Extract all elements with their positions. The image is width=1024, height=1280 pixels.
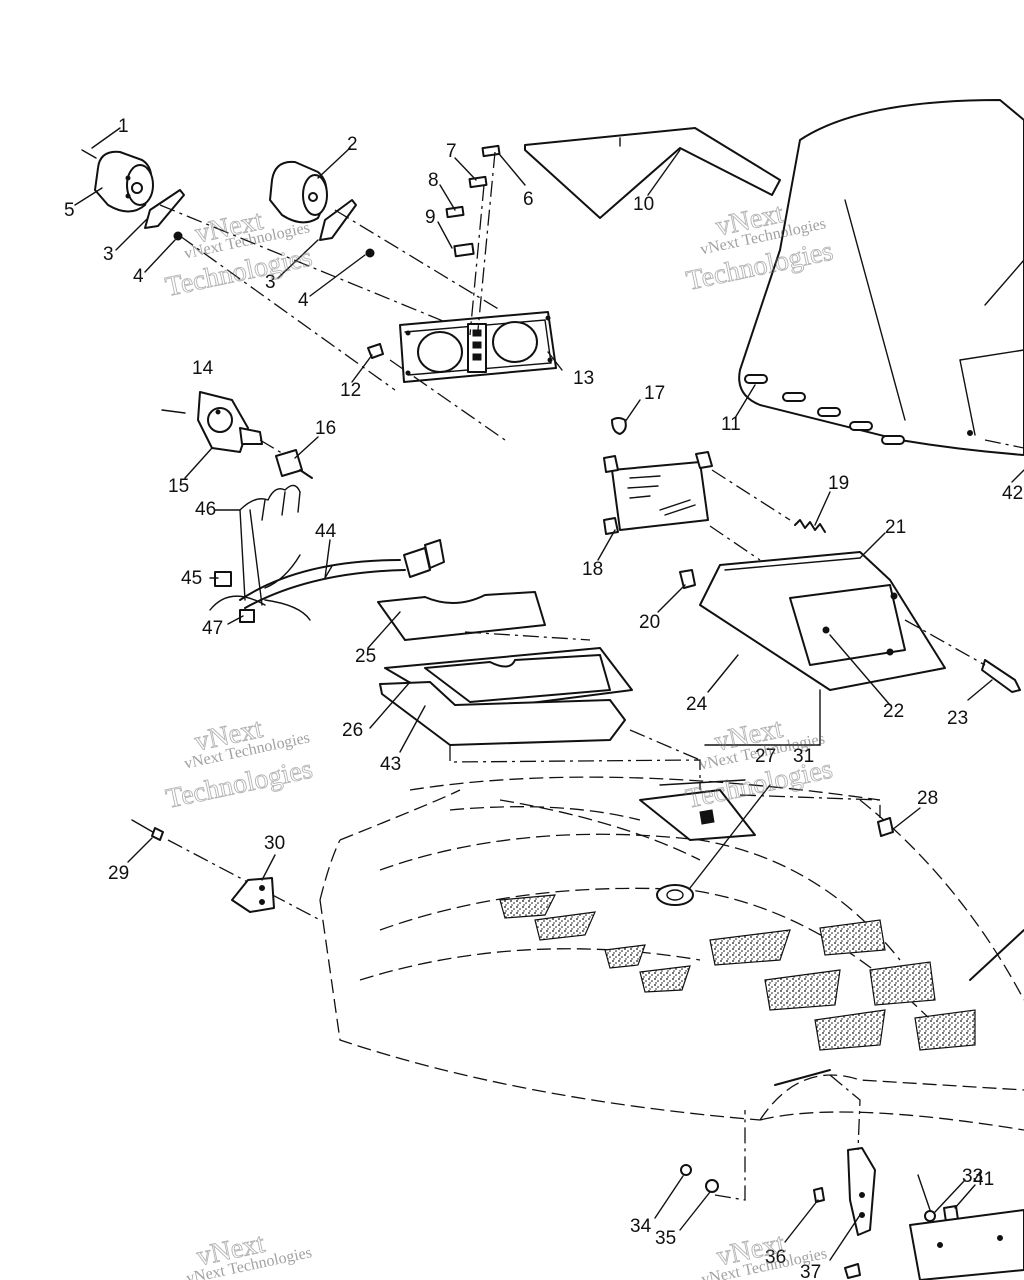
callout-25: 25 — [355, 646, 376, 667]
callout-1: 1 — [118, 116, 129, 137]
callout-10: 10 — [633, 194, 654, 215]
ignition-switch — [161, 391, 313, 479]
bolt — [904, 619, 1021, 693]
callout-42: 42 — [1002, 483, 1023, 504]
callout-5: 5 — [64, 200, 75, 221]
callout-14: 14 — [192, 358, 214, 379]
callout-22: 22 — [883, 701, 904, 722]
callout-labels: 1 2 3 3 4 4 5 6 7 8 9 10 11 12 13 14 15 … — [64, 116, 1023, 1280]
mount-plate — [384, 647, 633, 722]
headlight-lamp — [603, 451, 713, 535]
lower-bracket — [680, 1074, 1024, 1280]
callout-12: 12 — [340, 380, 361, 401]
callout-3: 3 — [265, 272, 276, 293]
callout-15: 15 — [168, 476, 189, 497]
seal-plate — [377, 591, 546, 641]
callout-13: 13 — [573, 368, 594, 389]
callout-30: 30 — [264, 833, 285, 854]
callout-43: 43 — [380, 754, 401, 775]
side-bracket — [131, 819, 321, 921]
clip — [679, 569, 696, 589]
callout-2: 2 — [347, 134, 358, 155]
hood-center-plate — [639, 779, 756, 841]
callout-28: 28 — [917, 788, 938, 809]
callout-35: 35 — [655, 1228, 676, 1249]
callout-20: 20 — [639, 612, 660, 633]
switch-knobs — [445, 144, 501, 336]
wiring-harness — [209, 484, 445, 623]
gauge-left — [81, 149, 185, 241]
callout-23: 23 — [947, 708, 968, 729]
hood-edge — [774, 929, 1024, 1086]
callout-8: 8 — [428, 170, 439, 191]
spring — [709, 469, 826, 561]
windshield-vents — [744, 374, 905, 445]
hood-grille-vents — [499, 894, 976, 1051]
lens-bezel — [379, 681, 626, 746]
callout-16: 16 — [315, 418, 336, 439]
callout-41: 41 — [973, 1169, 994, 1190]
hood — [319, 776, 1024, 1131]
callout-4: 4 — [133, 266, 144, 287]
callout-24: 24 — [686, 694, 708, 715]
callout-7: 7 — [446, 141, 457, 162]
callout-36: 36 — [765, 1247, 786, 1268]
callout-26: 26 — [342, 720, 363, 741]
callout-45: 45 — [181, 568, 202, 589]
callout-37: 37 — [800, 1262, 821, 1280]
panel-screw — [367, 343, 384, 359]
callout-46: 46 — [195, 499, 216, 520]
callout-9: 9 — [425, 207, 436, 228]
callout-27: 27 — [755, 746, 776, 767]
callout-19: 19 — [828, 473, 849, 494]
instrument-panel — [399, 311, 557, 383]
callout-4: 4 — [298, 290, 309, 311]
grommet — [656, 784, 771, 906]
callout-31: 31 — [793, 746, 814, 767]
gauge-right — [269, 160, 375, 258]
windshield-trim — [524, 127, 781, 219]
headlight-housing — [699, 551, 946, 691]
callout-18: 18 — [582, 559, 603, 580]
callout-21: 21 — [885, 517, 906, 538]
callout-11: 11 — [721, 414, 741, 435]
callout-6: 6 — [523, 189, 534, 210]
callout-3: 3 — [103, 244, 114, 265]
hood-screw — [739, 794, 894, 837]
callout-29: 29 — [108, 863, 129, 884]
callout-47: 47 — [202, 618, 223, 639]
headlight-bulb — [611, 399, 641, 435]
callout-17: 17 — [644, 383, 665, 404]
callout-44: 44 — [315, 521, 337, 542]
callout-34: 34 — [630, 1216, 652, 1237]
leader-lines — [74, 127, 1024, 1261]
windshield — [738, 99, 1024, 456]
callout-33: 33 — [962, 1166, 983, 1187]
